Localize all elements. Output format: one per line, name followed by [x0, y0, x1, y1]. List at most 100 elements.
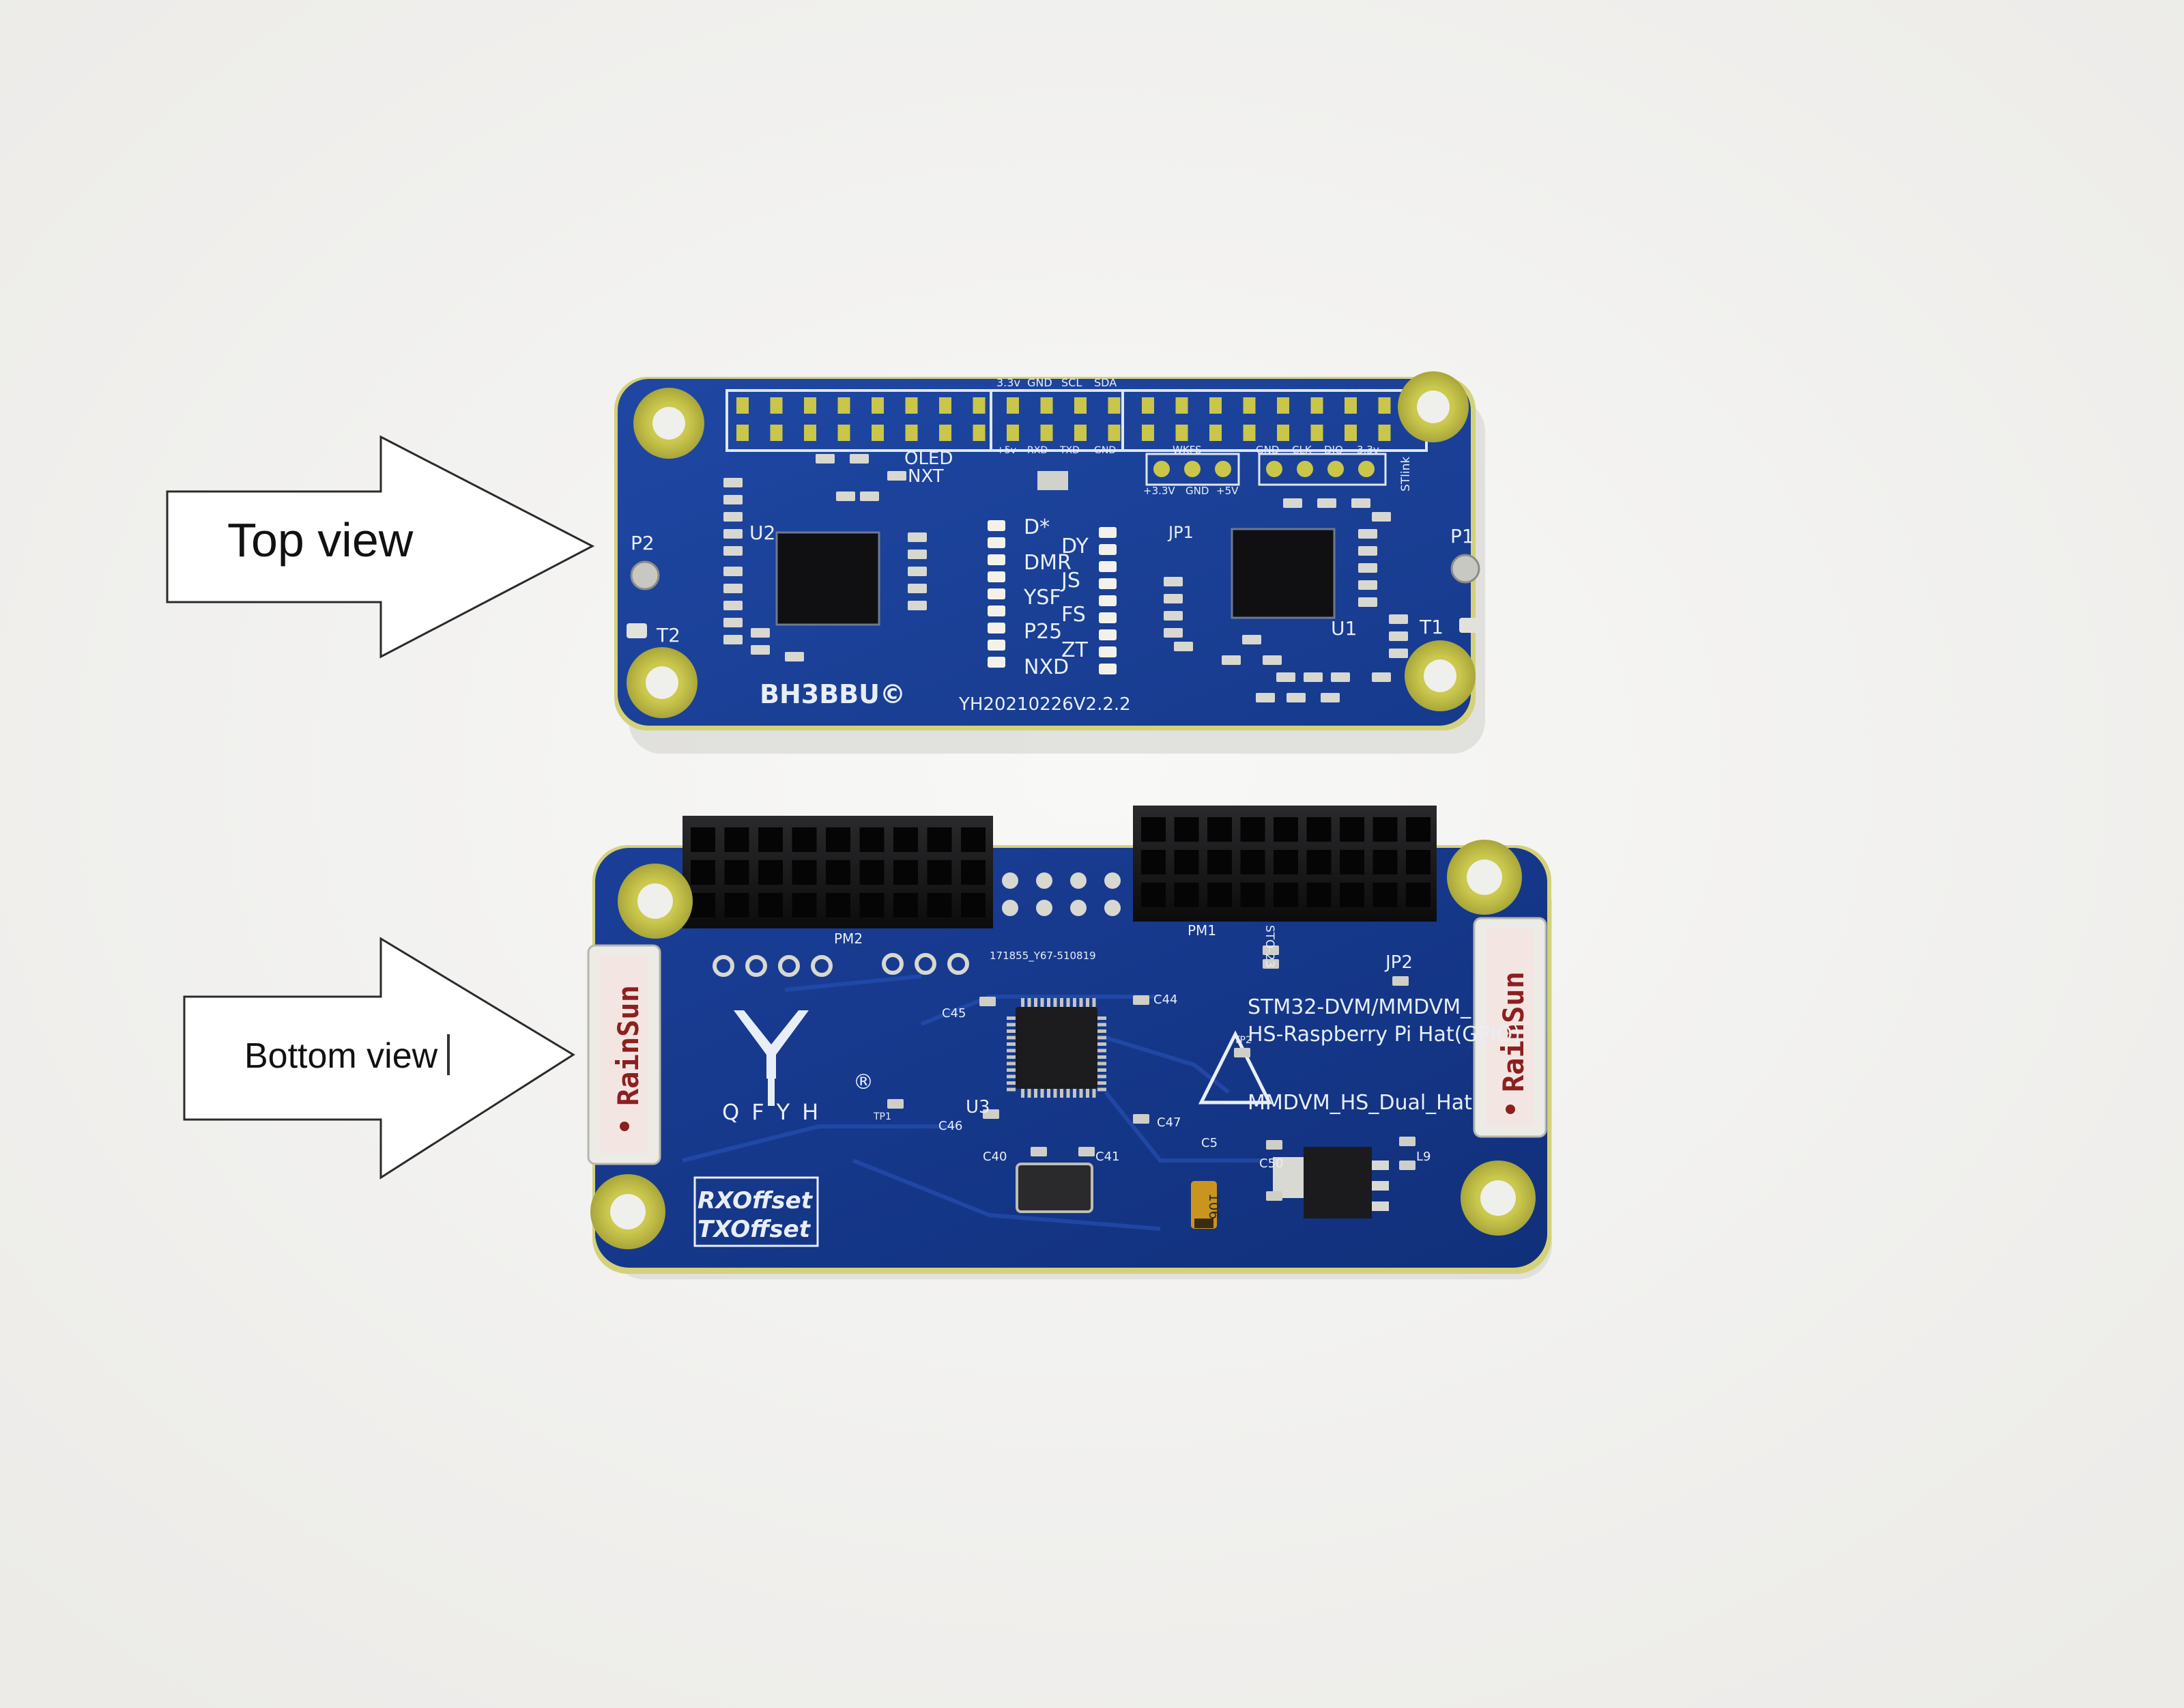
- mcu-pin: [1097, 1036, 1106, 1040]
- smd-part: [1287, 693, 1306, 702]
- tp2-label: TP2: [1233, 1035, 1252, 1046]
- oled-label: OLED: [904, 449, 953, 469]
- mcu-pin: [1086, 998, 1089, 1007]
- smd-part: [1263, 959, 1279, 969]
- socket-hole: [927, 893, 952, 917]
- smd-part: [1266, 1140, 1282, 1150]
- bottom-mount-holes: [590, 840, 1536, 1249]
- via: [778, 955, 800, 977]
- socket-hole: [1274, 817, 1298, 842]
- mcu-pin: [1021, 1089, 1024, 1098]
- header-pin: [872, 425, 884, 441]
- via: [1002, 872, 1018, 889]
- smd-part: [1358, 580, 1377, 590]
- socket-hole: [1340, 850, 1364, 874]
- socket-hole: [1340, 883, 1364, 907]
- bottom-crystal: [1016, 1163, 1093, 1213]
- smd-part: [1372, 672, 1391, 682]
- bottom-view-arrow: [183, 937, 575, 1180]
- header-pin: [1243, 397, 1256, 414]
- via: [1104, 900, 1121, 916]
- mcu-pin: [1040, 1089, 1044, 1098]
- header-pin: [770, 397, 783, 414]
- mcu-pin: [1066, 1089, 1070, 1098]
- pcb-trace: [682, 1124, 956, 1163]
- bottom-board: RainSun RainSun 106: [587, 806, 1552, 1279]
- mode-zt: ZT: [1061, 638, 1089, 662]
- header-pin: [736, 397, 749, 414]
- p1-connector: [1450, 554, 1480, 584]
- header-pin: [804, 397, 816, 414]
- smd-part: [1321, 693, 1340, 702]
- top-led-column: [988, 520, 1117, 674]
- status-led: [988, 640, 1005, 651]
- socket-hole: [792, 860, 817, 885]
- header-label-3: SCL: [1061, 376, 1082, 389]
- mode-dy: DY: [1061, 535, 1089, 558]
- socket-hole: [859, 827, 885, 852]
- header-pin: [939, 397, 951, 414]
- header-pin: [1345, 425, 1357, 441]
- header-pin: [939, 425, 951, 441]
- header-pin: [1209, 425, 1222, 441]
- mcu-pin: [1097, 1087, 1106, 1092]
- via: [1104, 872, 1121, 889]
- smd-part: [1372, 512, 1391, 522]
- mcu-pin: [1007, 1062, 1016, 1066]
- socket-hole: [1207, 883, 1232, 907]
- socket-hole: [792, 893, 817, 917]
- socket-hole: [1207, 850, 1232, 874]
- top-board: 3.3v GND SCL SDA +5v RXD TXD GND GND CLK…: [614, 371, 1485, 754]
- p2-label: P2: [631, 532, 655, 554]
- smd-part: [751, 628, 770, 638]
- header-pin: [770, 425, 783, 441]
- status-led: [1099, 612, 1117, 623]
- socket-hole: [758, 827, 783, 852]
- rx-offset-label: RXOffset: [698, 1187, 814, 1214]
- smd-part: [1174, 642, 1193, 651]
- socket-hole: [1174, 817, 1199, 842]
- mcu-pin: [1079, 998, 1083, 1007]
- top-chip-u1: [1231, 528, 1336, 619]
- bottom-chip-u3: [1007, 998, 1106, 1098]
- socket-hole: [724, 893, 749, 917]
- mcu-pin: [1097, 1081, 1106, 1085]
- via: [1070, 900, 1087, 916]
- header-pin: [837, 397, 850, 414]
- mcu-pin: [1097, 1074, 1106, 1079]
- via: [745, 955, 767, 977]
- mode-ysf: YSF: [1023, 586, 1061, 610]
- antenna-brand-left: RainSun: [612, 985, 645, 1106]
- jp-label-1: +3.3V: [1143, 485, 1175, 497]
- smd-part: [1276, 672, 1295, 682]
- mcu-pin: [1097, 1016, 1106, 1020]
- status-led: [988, 520, 1005, 531]
- nxt-label: NXT: [908, 466, 944, 487]
- header-pin: [1175, 397, 1188, 414]
- header-pin: [973, 425, 986, 441]
- serial-label: 171855_Y67-510819: [990, 950, 1096, 963]
- header-pin: [804, 425, 816, 441]
- mcu-pin: [1040, 998, 1044, 1007]
- mcu-pin: [1007, 1074, 1016, 1079]
- mcu-pin: [1007, 1055, 1016, 1059]
- top-mount-holes: [627, 371, 1476, 718]
- via: [1002, 900, 1018, 916]
- header-pin: [1074, 397, 1087, 414]
- status-led: [1099, 561, 1117, 572]
- smd-part: [908, 601, 927, 610]
- status-led: [988, 571, 1005, 582]
- smd-part: [850, 454, 869, 464]
- bottom-smd-components: [887, 945, 1416, 1201]
- header-pin: [1277, 425, 1289, 441]
- mcu-pin: [1007, 1081, 1016, 1085]
- smd-part: [1392, 976, 1409, 986]
- mcu-pin: [1097, 1023, 1106, 1027]
- header-pin: [1040, 397, 1053, 414]
- part-l9: L9: [1416, 1150, 1431, 1164]
- socket-hole: [1240, 817, 1265, 842]
- stlink-label: STlink: [1399, 457, 1413, 492]
- socket-hole: [724, 860, 749, 885]
- top-smd-components: [723, 454, 1408, 702]
- header2-label-4: GND: [1094, 445, 1116, 456]
